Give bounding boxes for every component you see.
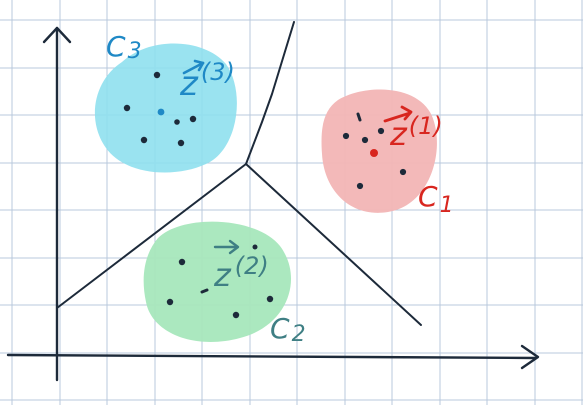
data-point [399, 168, 407, 176]
centroid-c2-vector-arrowhead [228, 239, 240, 255]
data-point [189, 115, 197, 123]
cluster-c3-label: C3 [106, 30, 142, 64]
centroid-c3-vector-arrow [182, 61, 205, 75]
data-point [166, 298, 174, 306]
data-point [232, 311, 240, 319]
axes [6, 26, 540, 382]
data-point [178, 258, 186, 266]
data-point [377, 127, 385, 135]
centroid-c3-vector-arrowhead [193, 59, 205, 72]
x-axis-arrowhead [520, 344, 540, 370]
centroid-c1-point [370, 149, 378, 157]
data-point [356, 112, 362, 122]
y-axis-arrowhead [42, 26, 72, 44]
cluster-c1-blob [321, 89, 437, 213]
data-point [342, 132, 350, 140]
cluster-c1-labels: z(1) C1 [383, 105, 454, 218]
cluster-c1-label: C1 [418, 180, 454, 218]
centroid-c1-vector-arrow [383, 111, 412, 123]
data-point [356, 182, 364, 190]
cluster-c1-points [342, 112, 407, 190]
centroid-c1-label: z(1) [389, 112, 443, 153]
cluster-c2-points [166, 244, 274, 319]
voronoi-boundaries [56, 21, 422, 326]
data-point [174, 119, 180, 125]
data-point [266, 295, 274, 303]
boundary-c1-c3 [245, 21, 295, 165]
boundary-c2-c3 [56, 163, 247, 309]
cluster-c2-labels: z(2) C2 [213, 239, 306, 347]
data-point [153, 71, 161, 79]
data-point [140, 136, 148, 144]
cluster-c3-blob [94, 43, 237, 173]
centroid-c3-label: z(3) [179, 58, 235, 104]
centroid-c2-label: z(2) [213, 252, 269, 294]
x-axis [6, 353, 538, 360]
cluster-c2-label: C2 [270, 312, 306, 347]
data-point [252, 244, 258, 250]
centroid-c3-point [157, 108, 165, 116]
data-point [200, 288, 209, 294]
centroid-c1-vector-arrowhead [400, 105, 413, 121]
data-point [361, 136, 369, 144]
cluster-c3-labels: C3 z(3) [106, 30, 235, 104]
data-point [123, 104, 131, 112]
cluster-c2-blob [143, 221, 292, 342]
cluster-c3-points [123, 71, 197, 147]
boundary-c1-c2 [245, 163, 422, 326]
data-point [177, 139, 185, 147]
